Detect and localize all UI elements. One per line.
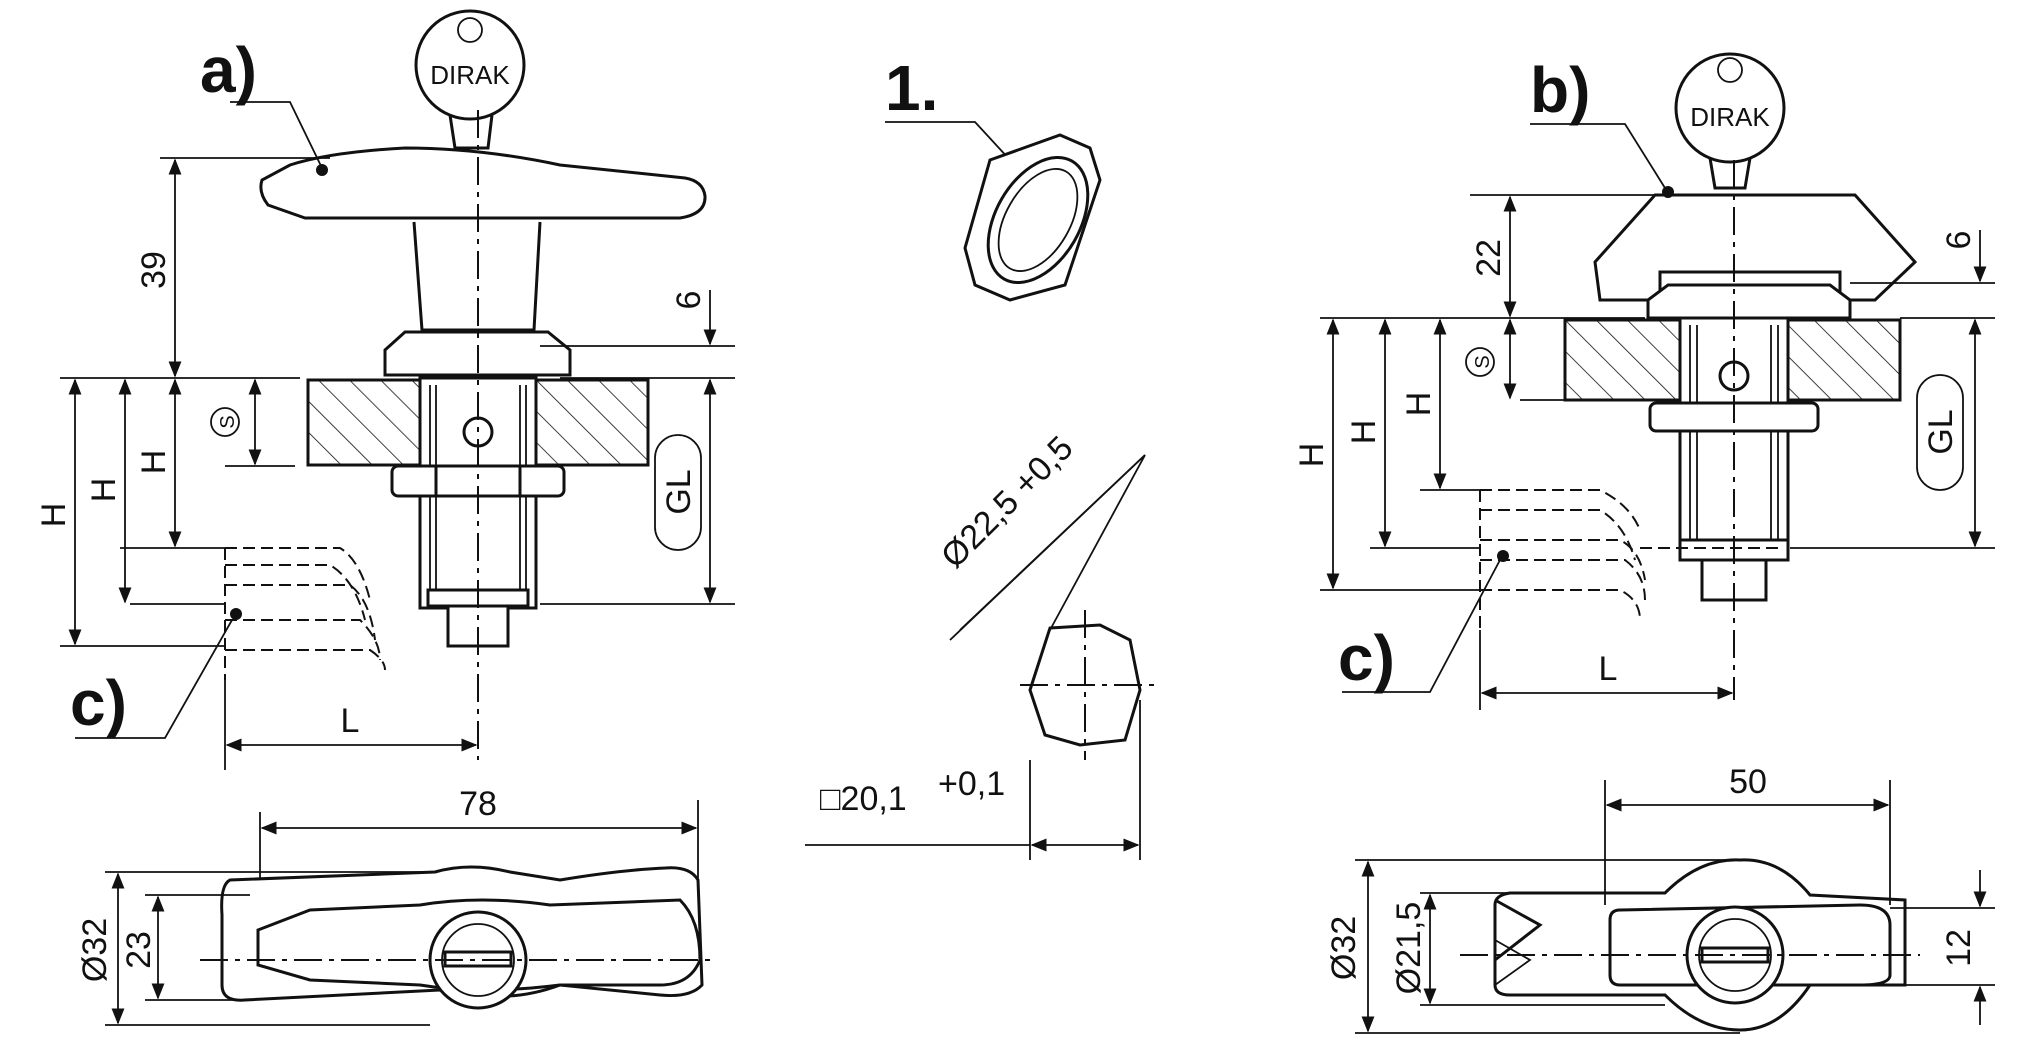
key-brand-right: DIRAK xyxy=(1690,102,1770,132)
dim-22: 22 xyxy=(1470,239,1508,277)
dim-diameter: Ø22,5 +0,5 xyxy=(934,429,1081,576)
key-brand-left: DIRAK xyxy=(430,60,510,90)
dim-39-left: 39 xyxy=(135,251,173,289)
dim-s-right: S xyxy=(1472,355,1494,368)
label-a: a) xyxy=(200,34,257,106)
label-c-right: c) xyxy=(1338,622,1395,694)
t-handle-left xyxy=(259,146,707,220)
dim-h1-right: H xyxy=(1400,392,1438,417)
dim-6-left: 6 xyxy=(670,291,708,310)
dim-gl-left: GL xyxy=(660,469,698,514)
dim-s-left: S xyxy=(217,415,239,428)
key-right: DIRAK xyxy=(1674,52,1786,190)
label-b: b) xyxy=(1530,54,1590,126)
dim-gl-right: GL xyxy=(1922,409,1960,454)
dim-32-right: Ø32 xyxy=(1325,916,1363,980)
cutout-view: Ø22,5 +0,5 □20,1 +0,1 xyxy=(805,429,1160,860)
dim-6-right: 6 xyxy=(1940,231,1978,250)
dim-12: 12 xyxy=(1940,929,1978,967)
dim-l-right: L xyxy=(1599,650,1618,688)
dim-32-left: Ø32 xyxy=(76,918,114,982)
dim-square: □20,1 xyxy=(820,780,907,818)
label-c-left: c) xyxy=(70,667,127,739)
left-top-view: 78 Ø32 23 xyxy=(76,785,710,1026)
dim-h3-left: H xyxy=(35,503,73,528)
dim-h2-right: H xyxy=(1345,420,1383,445)
dim-h2-left: H xyxy=(85,478,123,503)
dim-50: 50 xyxy=(1729,763,1767,801)
dim-78: 78 xyxy=(459,785,497,823)
right-top-view: 50 Ø32 Ø21,5 12 xyxy=(1325,763,1995,1034)
dim-21-5: Ø21,5 xyxy=(1390,902,1428,995)
nut-view: 1. xyxy=(885,52,1102,302)
key-left: DIRAK xyxy=(414,9,526,150)
dim-h3-right: H xyxy=(1293,443,1331,468)
dim-l-left: L xyxy=(341,702,360,740)
label-nut: 1. xyxy=(885,52,938,124)
right-side-view: DIRAK xyxy=(1293,52,1995,710)
dim-23: 23 xyxy=(120,931,158,969)
left-side-view: DIRAK xyxy=(35,9,735,770)
dim-h1-left: H xyxy=(135,450,173,475)
dim-square-tol: +0,1 xyxy=(938,765,1005,803)
